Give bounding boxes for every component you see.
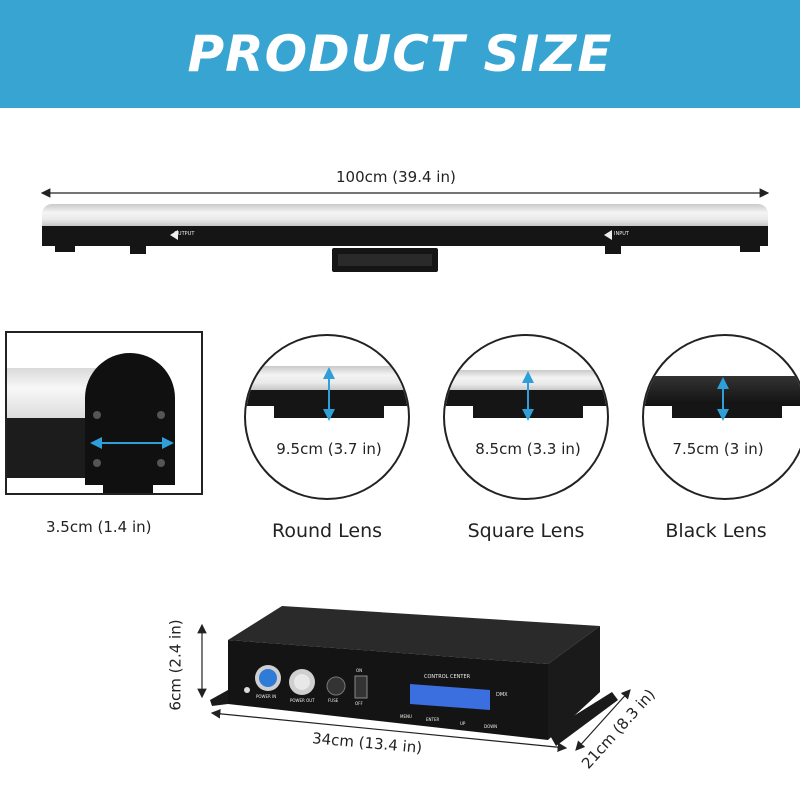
length-label: 100cm (39.4 in) [336, 168, 456, 186]
controller-top [228, 606, 600, 664]
lens-height-label: 8.5cm (3.3 in) [475, 440, 581, 458]
power-out-label: POWER OUT [290, 698, 315, 703]
end-clip-left [55, 244, 75, 252]
down-button[interactable]: DOWN [484, 724, 498, 729]
switch-on-label: ON [356, 668, 363, 673]
fuse-label: FUSE [328, 698, 339, 703]
screw-icon [93, 459, 101, 467]
output-arrow-icon [170, 230, 178, 240]
output-label: OUTPUT [174, 231, 195, 237]
profile-bracket [103, 485, 153, 493]
control-center-label: CONTROL CENTER [424, 674, 471, 680]
lcd-screen [410, 684, 490, 710]
depth-dimension-line [575, 689, 631, 751]
height-arrow-icon [717, 377, 729, 421]
profile-label: 3.5cm (1.4 in) [46, 518, 152, 536]
dmx-label: DMX [496, 692, 508, 698]
controller-front [228, 640, 548, 740]
black-lens-circle: 7.5cm (3 in) [642, 334, 800, 500]
foot [548, 692, 618, 746]
screw-icon [157, 411, 165, 419]
black-lens-label: Black Lens [665, 520, 767, 542]
screw-icon [93, 411, 101, 419]
tube-housing: OUTPUT INPUT [42, 226, 768, 246]
banner-title: PRODUCT SIZE [187, 25, 613, 83]
height-arrow-icon [323, 367, 335, 421]
power-switch [354, 675, 368, 699]
square-lens-label: Square Lens [467, 520, 585, 542]
indicator-light [244, 687, 250, 693]
round-lens-circle: 9.5cm (3.7 in) [244, 334, 410, 500]
width-dimension-line [210, 709, 568, 752]
height-arrow-icon [522, 371, 534, 421]
lens-height-label: 7.5cm (3 in) [672, 440, 764, 458]
controller-side [548, 626, 600, 740]
enter-button[interactable]: ENTER [426, 717, 440, 722]
clip [605, 244, 621, 254]
clip [130, 244, 146, 254]
up-button[interactable]: UP [460, 721, 466, 726]
profile-photo [5, 331, 203, 495]
input-arrow-icon [604, 230, 612, 240]
end-clip-right [740, 244, 760, 252]
controller-height-label: 6cm (2.4 in) [166, 619, 185, 711]
product-size-banner: PRODUCT SIZE [0, 0, 800, 108]
lens-height-label: 9.5cm (3.7 in) [276, 440, 382, 458]
fuse-holder [326, 676, 346, 696]
switch-off-label: OFF [355, 701, 363, 706]
foot [210, 690, 228, 706]
input-label: INPUT [614, 231, 629, 237]
power-in-label: POWER IN [256, 694, 277, 699]
width-arrow-icon [90, 437, 174, 449]
round-lens-label: Round Lens [271, 520, 383, 542]
tube-lens [42, 204, 768, 228]
square-lens-circle: 8.5cm (3.3 in) [443, 334, 609, 500]
menu-button[interactable]: MENU [400, 714, 412, 719]
screw-icon [157, 459, 165, 467]
bracket-inner [338, 254, 432, 266]
